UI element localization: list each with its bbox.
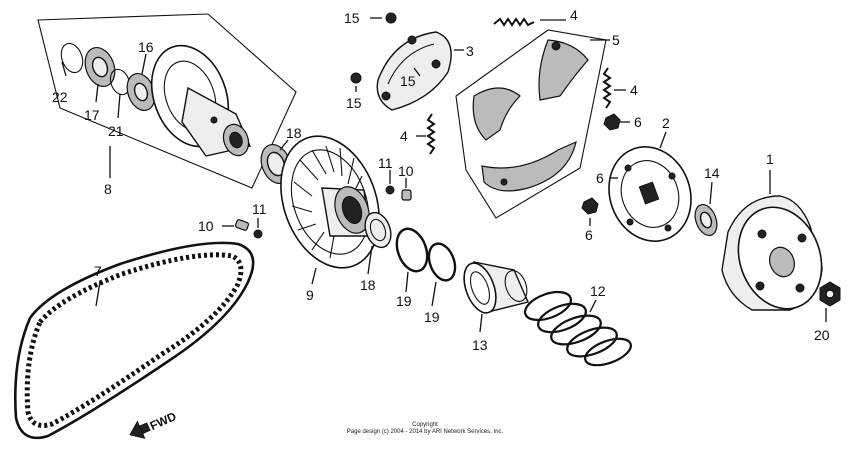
- clutch-shoe-plate: [376, 31, 452, 111]
- callout-10-left: 10: [198, 218, 214, 234]
- copyright-notice: Copyright Page design (c) 2004 - 2014 by…: [330, 422, 520, 436]
- spring-4-middle: [426, 113, 436, 155]
- callout-6-middle: 6: [596, 170, 604, 186]
- pin-15-left: [350, 72, 362, 84]
- callout-13: 13: [472, 337, 488, 353]
- copyright-statement: Page design (c) 2004 - 2014 by ARI Netwo…: [346, 429, 504, 435]
- callout-5: 5: [612, 32, 620, 48]
- callout-19-a: 19: [396, 293, 412, 309]
- callout-16: 16: [138, 39, 154, 55]
- callout-19-b: 19: [424, 309, 440, 325]
- callout-15-top: 15: [344, 10, 360, 26]
- callout-9: 9: [306, 287, 314, 303]
- callout-12: 12: [590, 283, 606, 299]
- pin-15-top: [385, 12, 397, 24]
- spring-4-right: [602, 67, 612, 109]
- callout-20: 20: [814, 327, 830, 343]
- callout-11-left: 11: [252, 201, 267, 217]
- callout-15-left: 15: [346, 95, 362, 111]
- leader-lines: [61, 17, 827, 333]
- drive-belt: [13, 241, 255, 440]
- clutch-shoes-set: [455, 29, 607, 219]
- callout-4-right: 4: [630, 82, 638, 98]
- callout-4-top: 4: [570, 7, 578, 23]
- fwd-direction-arrow: FWD: [129, 409, 179, 439]
- callout-6-lower: 6: [585, 227, 593, 243]
- callout-6-right: 6: [634, 114, 642, 130]
- callout-10-center: 10: [398, 163, 414, 179]
- nut-6-right: [603, 113, 621, 131]
- nut-6-lower: [581, 197, 599, 215]
- drive-plate: [608, 146, 692, 242]
- spring-4-top: [493, 17, 535, 27]
- clutch-outer: [721, 195, 823, 311]
- o-ring-19-a: [395, 227, 429, 273]
- callout-22: 22: [52, 89, 68, 105]
- callout-11-center: 11: [378, 155, 393, 171]
- callout-8: 8: [104, 181, 112, 197]
- spring: [523, 290, 632, 367]
- callout-18-upper: 18: [286, 125, 302, 141]
- callout-3: 3: [466, 43, 474, 59]
- callout-15-middle: 15: [400, 73, 416, 89]
- driven-face: [280, 135, 380, 269]
- bolt-10-left: [234, 219, 250, 231]
- callout-17: 17: [84, 107, 100, 123]
- callout-labels: 22 17 21 16 8 18 10 11 9 18 19 19 13 12 …: [52, 7, 830, 353]
- callout-7: 7: [94, 263, 102, 279]
- callout-2: 2: [662, 115, 670, 131]
- washer-11-left: [253, 229, 263, 239]
- o-ring-19-b: [427, 242, 457, 282]
- fwd-label: FWD: [148, 409, 179, 433]
- copyright-title: Copyright: [412, 422, 438, 428]
- callout-14: 14: [704, 165, 720, 181]
- callout-18-lower: 18: [360, 277, 376, 293]
- callout-1: 1: [766, 151, 774, 167]
- washer-11-center: [385, 185, 395, 195]
- drive-pulley-assembly: [37, 13, 297, 189]
- collar: [463, 261, 529, 314]
- callout-21: 21: [108, 123, 124, 139]
- bolt-10-center: [401, 189, 412, 201]
- callout-4-middle: 4: [400, 128, 408, 144]
